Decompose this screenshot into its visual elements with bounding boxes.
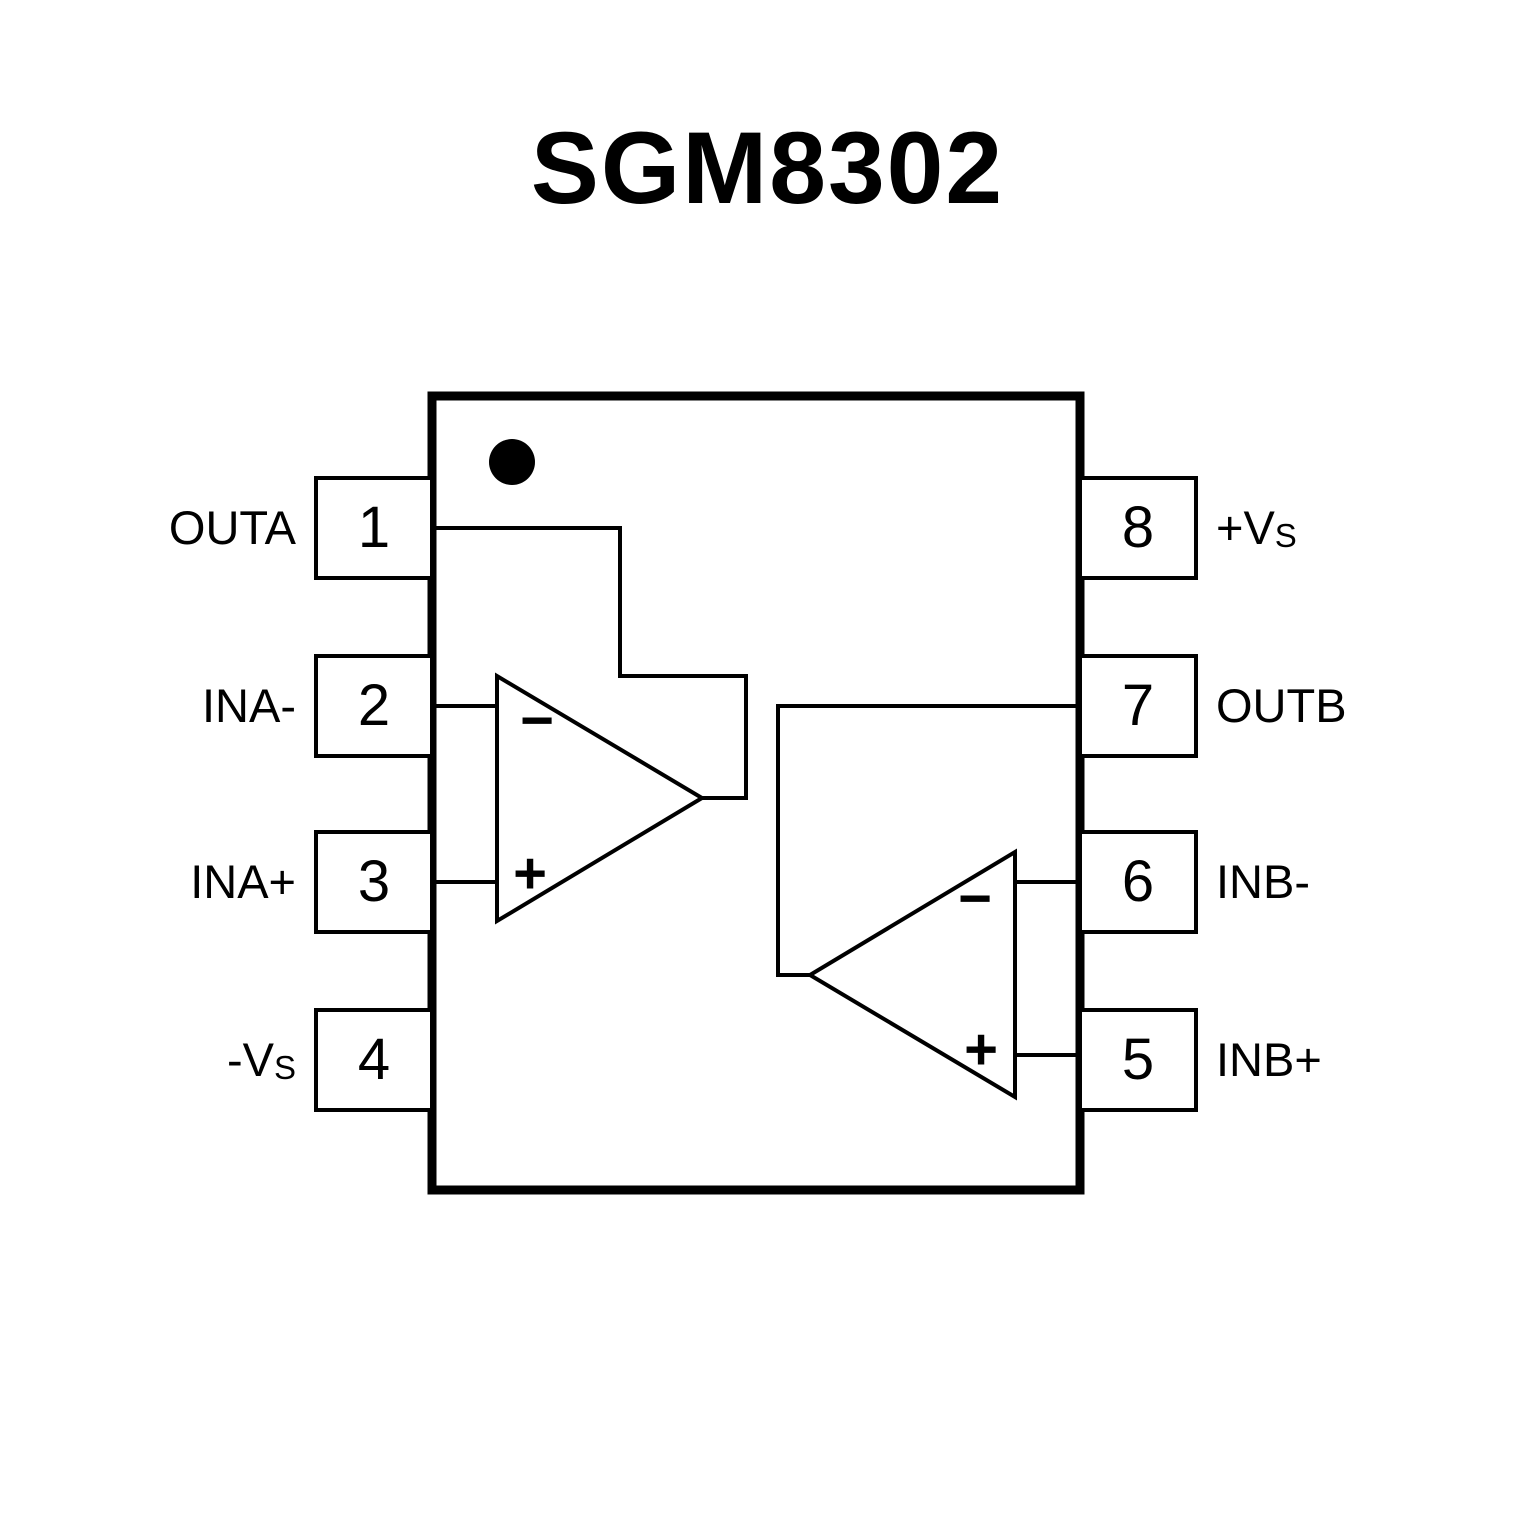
- pin-box-7: [1078, 654, 1198, 758]
- pin-label-pos-vs-text: +V: [1216, 501, 1275, 554]
- opamp-b-inverting-sign: −: [958, 866, 992, 931]
- pin-number-7: 7: [1121, 673, 1155, 738]
- pin-label-inb-plus-text: INB+: [1216, 1033, 1322, 1086]
- opamp-a-triangle: [495, 672, 706, 925]
- pin-label-inb-minus-text: INB-: [1216, 855, 1310, 908]
- pin-box-8: [1078, 476, 1198, 580]
- opamp-a-output-wire: [432, 526, 748, 800]
- pin-label-ina-minus-text: INA-: [202, 679, 296, 732]
- pin-label-neg-vs: -VS: [76, 1028, 296, 1092]
- pin-box-4: [314, 1008, 434, 1112]
- pin-number-1: 1: [357, 495, 391, 560]
- pin-label-inb-plus: INB+: [1216, 1028, 1496, 1092]
- pin-number-3: 3: [357, 849, 391, 914]
- pin-box-3: [314, 830, 434, 934]
- pin-number-6: 6: [1121, 849, 1155, 914]
- opamp-a-inverting-sign: −: [520, 688, 554, 753]
- pin-number-4: 4: [357, 1027, 391, 1092]
- opamp-a-noninverting-sign: +: [513, 841, 547, 906]
- pin-label-outa-text: OUTA: [168, 501, 296, 554]
- opamp-b-output-wire: [776, 704, 1080, 977]
- pin-label-neg-vs-text: -V: [226, 1033, 274, 1086]
- pin-label-ina-plus-text: INA+: [190, 855, 296, 908]
- pin-label-neg-vs-sub: S: [273, 1049, 296, 1086]
- pin-label-pos-vs-sub: S: [1274, 517, 1297, 554]
- pin-number-2: 2: [357, 673, 391, 738]
- pin1-indicator-dot-icon: [489, 439, 535, 485]
- pin-box-5: [1078, 1008, 1198, 1112]
- pin-label-pos-vs: +VS: [1216, 496, 1496, 560]
- opamp-b-noninverting-sign: +: [964, 1017, 998, 1082]
- pin-label-outb: OUTB: [1216, 674, 1496, 738]
- pin-label-ina-plus: INA+: [76, 850, 296, 914]
- pin-box-1: [314, 476, 434, 580]
- pin-box-2: [314, 654, 434, 758]
- pin-label-outa: OUTA: [76, 496, 296, 560]
- pin-label-inb-minus: INB-: [1216, 850, 1496, 914]
- page-title: SGM8302: [530, 111, 1005, 225]
- pin-number-5: 5: [1121, 1027, 1155, 1092]
- pin-label-outb-text: OUTB: [1216, 679, 1347, 732]
- opamp-b-triangle: [806, 848, 1017, 1101]
- pin-label-ina-minus: INA-: [76, 674, 296, 738]
- pin-number-8: 8: [1121, 495, 1155, 560]
